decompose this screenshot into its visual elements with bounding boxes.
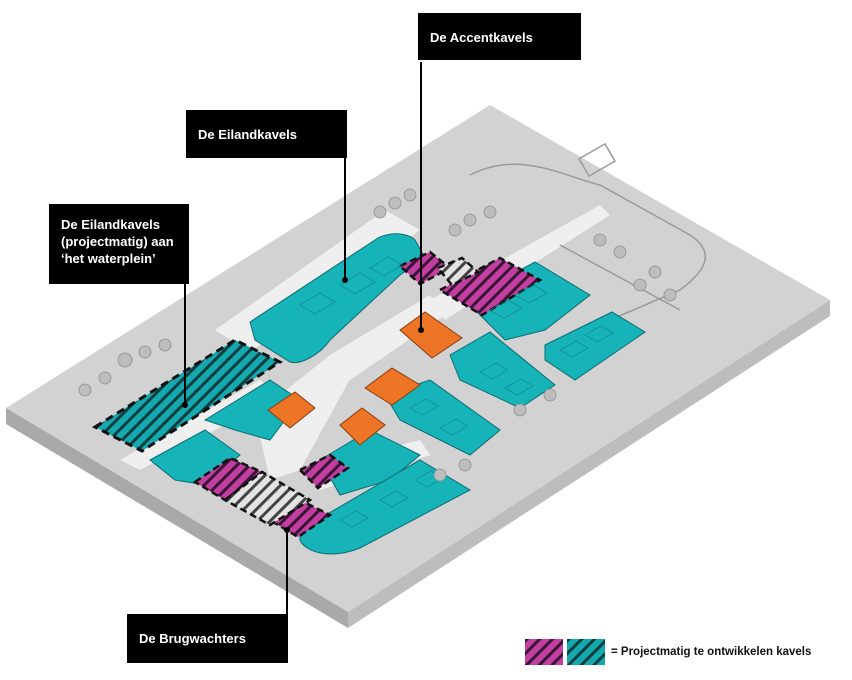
lot-waterplein-hatched <box>91 338 284 453</box>
leader-dots <box>182 277 424 533</box>
teal-lots <box>149 233 646 555</box>
label-accentkavels: De Accentkavels <box>418 13 581 60</box>
orange-accent-lots <box>267 311 463 446</box>
label-eilandkavels: De Eilandkavels <box>186 110 347 158</box>
lot-center-mid <box>384 379 501 456</box>
label-eilandkavels-text: De Eilandkavels <box>198 127 297 142</box>
building-outlines <box>299 256 615 528</box>
label-accentkavels-text: De Accentkavels <box>430 30 533 45</box>
leader-lines <box>184 62 422 616</box>
label-waterplein-line-1: De Eilandkavels <box>61 217 160 232</box>
label-waterplein-line-3: ‘het waterplein’ <box>61 251 156 266</box>
lot-eilandkavels-main <box>249 233 426 364</box>
ground-slab <box>6 105 830 628</box>
label-waterplein-line-2: (projectmatig) aan <box>61 234 174 249</box>
lot-right <box>544 311 646 381</box>
legend: = Projectmatig te ontwikkelen kavels <box>525 637 811 667</box>
legend-swatch-magenta-hatched <box>525 639 563 665</box>
legend-swatch-teal-hatched <box>567 639 605 665</box>
park-area <box>469 142 706 321</box>
lot-bottom <box>299 459 472 555</box>
magenta-hatched-lots <box>192 250 543 539</box>
trees <box>78 188 677 482</box>
lot-center-upper <box>464 261 591 341</box>
legend-text: = Projectmatig te ontwikkelen kavels <box>611 646 812 658</box>
label-eilandkavels-waterplein: De Eilandkavels (projectmatig) aan ‘het … <box>49 204 189 284</box>
lot-center-right <box>449 331 556 409</box>
label-brugwachters: De Brugwachters <box>127 614 288 663</box>
grey-hatched-lots <box>222 256 481 527</box>
label-brugwachters-text: De Brugwachters <box>139 631 246 646</box>
